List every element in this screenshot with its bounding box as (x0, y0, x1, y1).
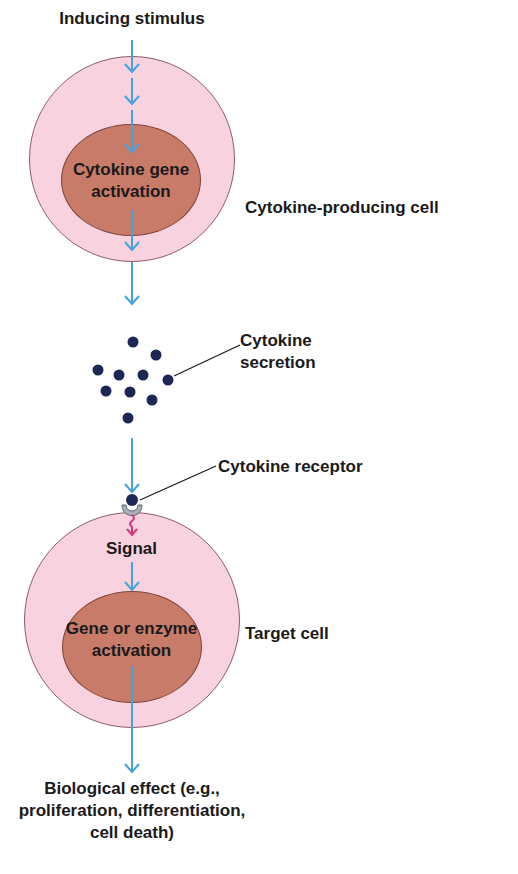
process-text: Cytokine gene activation (66, 159, 196, 203)
cell-nucleus: Gene or enzyme activation (62, 591, 202, 703)
callout-label: Cytokine receptor (218, 456, 363, 478)
stimulus-label: Inducing stimulus (0, 8, 264, 30)
cytokine-dot (123, 413, 134, 424)
cell-label: Cytokine-producing cell (245, 197, 439, 219)
cytokine-dot (101, 386, 112, 397)
cell-nucleus: Cytokine gene activation (61, 124, 201, 236)
cytokine-dot (114, 370, 125, 381)
leader-line (174, 345, 240, 376)
bound-cytokine (126, 494, 138, 506)
cell-label: Target cell (245, 623, 329, 645)
target-cell: SignalTarget cellGene or enzyme activati… (24, 512, 240, 728)
producing-cell: Cytokine-producing cellCytokine gene act… (29, 56, 235, 262)
cytokine-dots (93, 337, 174, 424)
arrow-head (125, 764, 139, 772)
cytokine-dot (163, 375, 174, 386)
cytokine-dot (138, 370, 149, 381)
cytokine-dot (151, 350, 162, 361)
cytokine-dot (93, 365, 104, 376)
signal-text: Signal (25, 538, 238, 560)
effect-label: Biological effect (e.g., proliferation, … (7, 778, 257, 844)
callout-label: Cytokine secretion (240, 330, 350, 374)
cytokine-dot (147, 395, 158, 406)
leader-line (140, 466, 216, 500)
flow-arrow (125, 262, 139, 492)
cytokine-dot (128, 337, 139, 348)
process-text: Gene or enzyme activation (63, 618, 200, 662)
cytokine-dot (125, 387, 136, 398)
